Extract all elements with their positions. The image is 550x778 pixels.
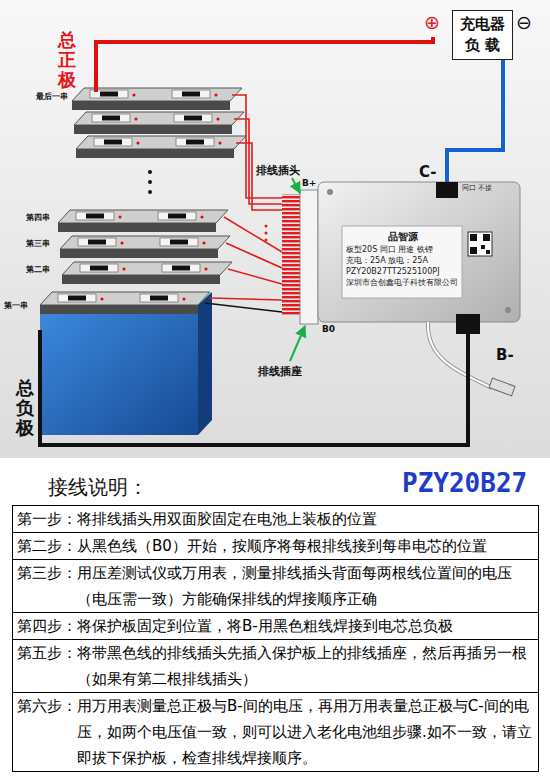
charger-load-box: 充电器负 载 <box>452 10 513 60</box>
board-print: 品智源 <box>388 231 418 242</box>
board-print: 深圳市合创鑫电子科技有限公司 <box>346 279 458 288</box>
sense-wires <box>205 95 282 312</box>
instruction-table: 第一步：将排线插头用双面胶固定在电池上装板的位置第二步：从黑色线（B0）开始，按… <box>12 505 539 772</box>
cell-label: 第二串 <box>26 264 50 275</box>
protection-board: 品智源板型20S 同口 用途 铁锂充电：25A 放电：25A PZY20B27TT… <box>318 182 520 322</box>
pin-name: B0 <box>322 324 335 334</box>
callout-label: 排线插座 <box>258 364 302 379</box>
step-text: 第六步：用万用表测量总正极与B-间的电压，再用万用表量总正极与C-间的电压，如两… <box>13 692 538 771</box>
pin-name: B+ <box>302 178 316 188</box>
total-positive-label: 总正极 <box>58 30 76 89</box>
board-print: PZY20B27TT2525100PJ <box>346 268 439 277</box>
polarity-symbol: ⊖ <box>516 11 532 33</box>
battery-cells <box>40 88 246 435</box>
cell-label: 最后一串 <box>36 91 68 102</box>
callout-label: 排线插头 <box>256 163 300 178</box>
connector <box>282 190 318 324</box>
pointer-arrows <box>290 178 305 361</box>
board-print: 板型20S 同口 用途 铁锂 <box>346 246 433 255</box>
thermistor <box>428 322 515 396</box>
c-minus-wire <box>447 60 503 182</box>
cell-label: 第一串 <box>4 300 28 311</box>
step-text: 第一步：将排线插头用双面胶固定在电池上装板的位置 <box>13 506 538 532</box>
board-print: 同口 不接 <box>462 185 492 193</box>
box-text: 充电器 <box>460 14 505 35</box>
negative-wire <box>40 330 468 445</box>
step-text: 第五步：将带黑色线的排线插头先插入保护板上的排线插座，然后再插另一根（如果有第二… <box>13 639 538 692</box>
terminal-name: B- <box>496 346 514 364</box>
positive-wire <box>96 37 433 92</box>
box-text: 负 载 <box>460 35 505 56</box>
terminal-name: C- <box>419 163 437 181</box>
model-number: PZY20B27 <box>402 468 527 498</box>
step-text: 第三步：用压差测试仪或万用表，测量排线插头背面每两根线位置间的电压（电压需一致）… <box>13 559 538 612</box>
total-negative-label: 总负极 <box>16 378 34 437</box>
protection-board-body <box>318 182 520 334</box>
step-text: 第二步：从黑色线（B0）开始，按顺序将每根排线接到每串电芯的位置 <box>13 532 538 559</box>
cell-label: 第四串 <box>26 212 50 223</box>
heading-title: 接线说明： <box>48 474 148 501</box>
step-text: 第四步：将保护板固定到位置，将B-用黑色粗线焊接到电芯总负极 <box>13 612 538 639</box>
photo-ground <box>0 0 550 458</box>
board-print: 充电：25A 放电：25A <box>346 257 428 266</box>
cell-label: 第三串 <box>26 238 50 249</box>
polarity-symbol: ⊕ <box>424 11 440 33</box>
